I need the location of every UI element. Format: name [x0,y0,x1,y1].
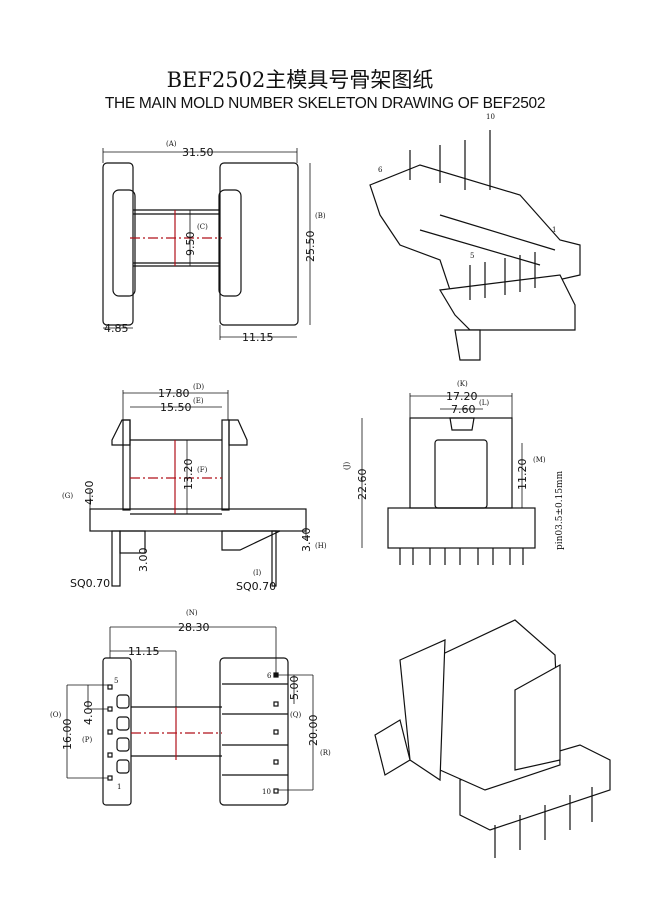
dim-H-label: (H) [315,542,327,550]
dim-R: 20.00 [307,715,320,747]
iso-pin-5: 5 [470,252,474,260]
dim-bottom-w: 11.15 [128,645,160,658]
dim-K: 17.20 [446,390,478,403]
dim-D-label: (D) [193,383,204,391]
iso-pin-10: 10 [486,113,495,121]
dim-E: 15.50 [160,401,192,414]
iso-pin-6: 6 [378,166,383,174]
dim-B: 25.50 [304,231,317,263]
dim-A: 31.50 [182,146,214,159]
pin-note: pin03.5±0.15mm [555,470,565,550]
sq-left: SQ0.70 [70,577,110,590]
dim-I-label: (I) [253,569,261,577]
dim-N-label: (N) [186,609,198,617]
dim-O: 16.00 [61,719,74,751]
dim-N: 28.30 [178,621,210,634]
dim-C: 9.50 [184,232,197,257]
dim-F-label: (F) [197,466,208,474]
bottom-pin-1: 1 [117,783,121,791]
iso-pin-1: 1 [552,226,556,234]
dim-P: 4.00 [82,701,95,726]
sq-right: SQ0.70 [236,580,276,593]
dim-C-label: (C) [197,223,208,231]
dim-A-label: (A) [166,140,177,148]
dim-J: 22.60 [356,469,369,501]
bottom-pin-10: 10 [262,788,271,796]
bottom-pin-5: 5 [114,677,118,685]
dim-h1: 3.00 [137,548,150,573]
isometric-view-top: 6 10 5 1 [369,113,581,361]
dim-D: 17.80 [158,387,190,400]
dim-Q-label: (Q) [290,711,301,719]
dim-G-label: (G) [62,492,73,500]
bottom-view: (N) 28.30 11.15 16.00 (O) 4.00 (P) 5.00 … [50,609,331,806]
dim-L-label: (L) [479,399,489,407]
dim-L: 7.60 [451,403,476,416]
dim-R-label: (R) [320,749,331,757]
dim-P-label: (P) [82,736,92,744]
dim-B-label: (B) [315,212,326,220]
bottom-pin-6: 6 [267,672,272,680]
dim-H: 3.40 [300,528,313,553]
dim-Q: 5.00 [288,676,301,701]
dim-E-label: (E) [193,397,204,405]
drawing-title: BEF2502主模具号骨架图纸 [166,68,434,92]
drawing-subtitle: THE MAIN MOLD NUMBER SKELETON DRAWING OF… [104,95,546,112]
dim-K-label: (K) [457,380,468,388]
dim-O-label: (O) [50,711,61,719]
dim-M-label: (M) [533,456,546,464]
dim-J-label: (J) [343,461,351,470]
front-view: (K) 17.20 7.60 (L) 22.60 (J) 11.20 (M) p… [343,380,565,565]
isometric-view-bottom [374,619,611,858]
dim-left-flange: 4.85 [104,322,129,335]
dim-M: 11.20 [516,459,529,491]
dim-F: 13.20 [182,459,195,491]
top-view: (A) 31.50 25.50 (B) 9.50 (C) 4.85 11.15 [102,140,326,344]
dim-right-flange: 11.15 [242,331,274,344]
side-view: 17.80 (D) 15.50 (E) 13.20 (F) 4.00 (G) 3… [62,383,327,593]
dim-G: 4.00 [83,481,96,506]
